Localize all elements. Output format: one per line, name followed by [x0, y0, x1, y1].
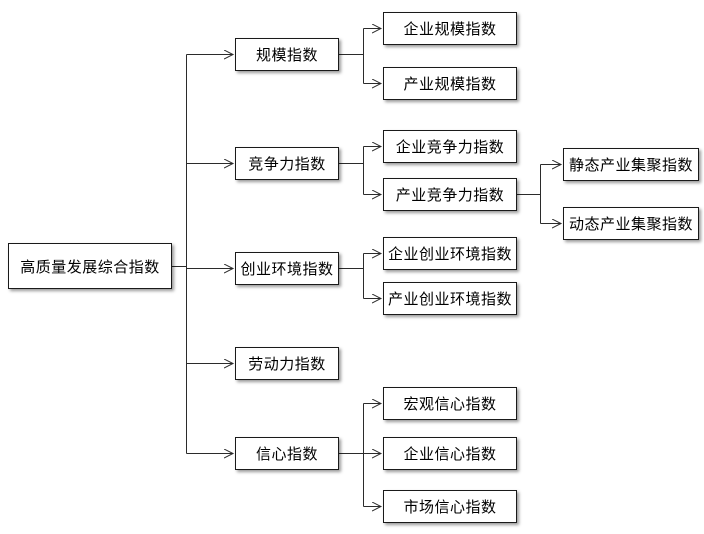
node-macro-confidence-index: 宏观信心指数 [383, 387, 517, 420]
node-static-industry-agglomeration-index: 静态产业集聚指数 [563, 148, 699, 181]
connector-scale-branch [339, 29, 381, 84]
connector-competitiveness-branch [339, 147, 381, 195]
node-market-confidence-index: 市场信心指数 [383, 490, 517, 523]
node-labor-force-index: 劳动力指数 [235, 347, 339, 380]
node-entrepreneurship-environment-index: 创业环境指数 [235, 252, 339, 285]
connector-confidence-branch [339, 404, 381, 507]
node-industry-entrepreneurship-environment-index: 产业创业环境指数 [383, 282, 517, 315]
node-enterprise-entrepreneurship-environment-index: 企业创业环境指数 [383, 237, 517, 270]
connector-entrepreneurship-branch [339, 254, 381, 299]
node-industry-scale-index: 产业规模指数 [383, 67, 517, 100]
node-enterprise-scale-index: 企业规模指数 [383, 12, 517, 45]
node-confidence-index: 信心指数 [235, 437, 339, 470]
connector-industry-competitiveness-branch [517, 165, 561, 224]
node-competitiveness-index: 竞争力指数 [235, 147, 339, 180]
node-industry-competitiveness-index: 产业竞争力指数 [383, 178, 517, 211]
node-scale-index: 规模指数 [235, 38, 339, 71]
node-enterprise-confidence-index: 企业信心指数 [383, 437, 517, 470]
connector-root-to-level2 [172, 55, 233, 454]
node-enterprise-competitiveness-index: 企业竞争力指数 [383, 130, 517, 163]
node-dynamic-industry-agglomeration-index: 动态产业集聚指数 [563, 207, 699, 240]
node-high-quality-development-composite-index: 高质量发展综合指数 [8, 243, 172, 289]
